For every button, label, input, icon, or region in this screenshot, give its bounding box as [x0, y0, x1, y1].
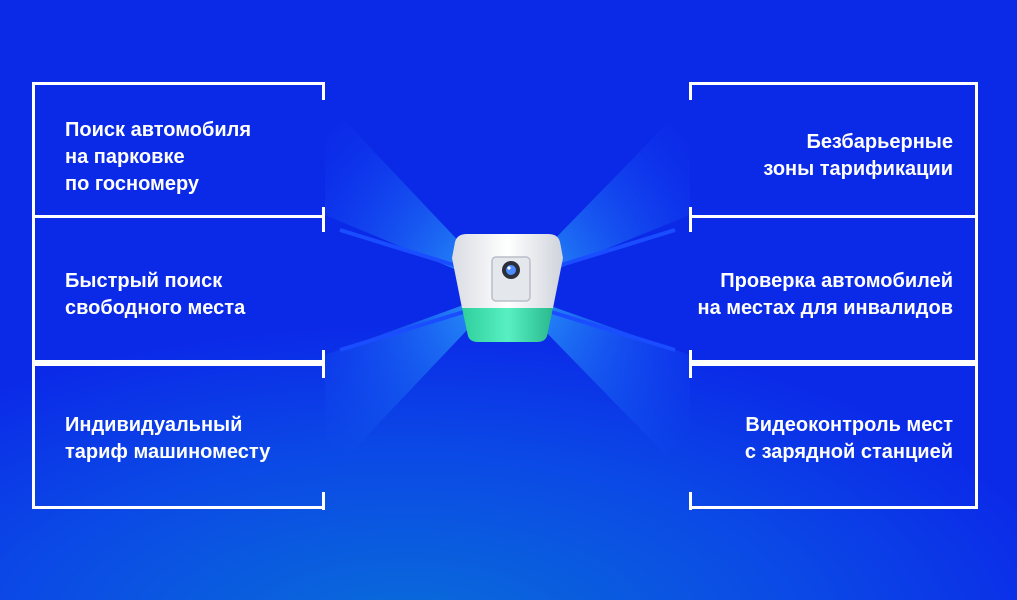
ray-right-lower — [544, 308, 676, 352]
feature-label-left-1: Поиск автомобиля на парковке по госномер… — [65, 119, 251, 195]
feature-box-right-3: Видеоконтроль мест с зарядной станцией — [690, 363, 978, 509]
feature-box-left-2: Быстрый поиск свободного места — [32, 218, 325, 363]
feature-box-left-1: Поиск автомобиля на парковке по госномер… — [32, 82, 325, 218]
ray-left-upper — [339, 228, 471, 272]
beam-right-bottom — [505, 290, 690, 480]
feature-box-right-2: Проверка автомобилей на местах для инвал… — [690, 218, 978, 363]
parking-camera-sensor-icon — [452, 234, 563, 342]
feature-label-right-3: Видеоконтроль мест с зарядной станцией — [744, 414, 953, 463]
feature-box-right-1: Безбарьерные зоны тарификации — [690, 82, 978, 218]
ray-right-upper — [544, 228, 676, 272]
beam-left-bottom — [325, 290, 505, 480]
feature-label-left-2: Быстрый поиск свободного места — [65, 270, 246, 319]
feature-label-left-3: Индивидуальный тариф машиноместу — [65, 414, 271, 463]
feature-box-left-3: Индивидуальный тариф машиноместу — [32, 363, 325, 509]
feature-label-right-1: Безбарьерные зоны тарификации — [763, 131, 953, 180]
feature-label-right-2: Проверка автомобилей на местах для инвал… — [697, 270, 954, 319]
ray-left-lower — [339, 308, 471, 352]
